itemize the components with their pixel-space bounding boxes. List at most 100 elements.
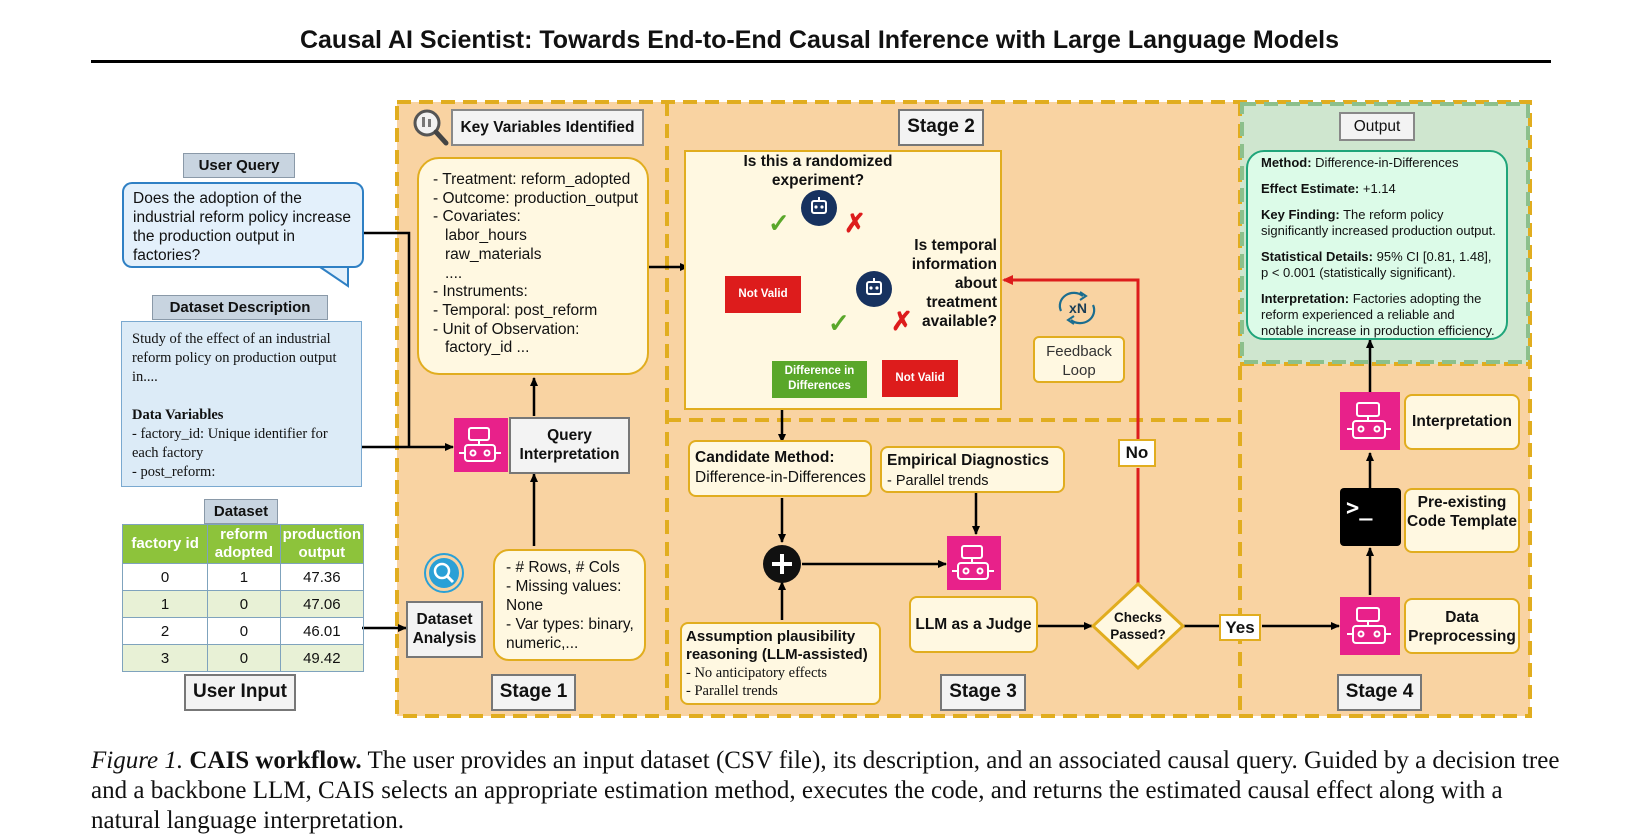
table-cell: 3 — [121, 644, 209, 672]
key-var-line: - Covariates: — [433, 208, 521, 226]
table-cell: 0 — [207, 590, 281, 618]
dataset-analysis-icon — [423, 552, 465, 594]
output-summary-box: Method: Difference-in-Differences Effect… — [1246, 150, 1508, 340]
check-mark-2: ✓ — [828, 308, 850, 338]
not-valid-badge-1: Not Valid — [725, 276, 801, 313]
user-query-bubble: Does the adoption of the industrial refo… — [122, 182, 364, 268]
diagnostics-item: - Parallel trends — [887, 473, 989, 489]
output-stats-key: Statistical Details: — [1261, 249, 1373, 264]
preprocessing-robot-icon — [1340, 597, 1400, 655]
table-cell: 47.06 — [279, 590, 365, 618]
dataset-description-text: Study of the effect of an industrial ref… — [132, 331, 337, 385]
judge-robot-icon — [947, 536, 1001, 590]
caption-title: CAIS workflow. — [189, 747, 362, 774]
cross-mark-2: ✗ — [891, 306, 913, 336]
output-dashed-frame — [1240, 102, 1530, 364]
stage1-label: Stage 1 — [491, 674, 576, 711]
dataset-col-header: production output — [279, 524, 365, 564]
interpretation-robot-icon — [1340, 392, 1400, 450]
output-effect-key: Effect Estimate: — [1261, 181, 1360, 196]
analysis-item: - Var types: binary, numeric,... — [506, 616, 634, 652]
output-method-key: Method: — [1261, 155, 1312, 170]
user-input-label: User Input — [184, 674, 296, 711]
dataset-table-wrap: factory id reform adopted production out… — [121, 524, 365, 672]
terminal-glyph: >_ — [1346, 496, 1373, 521]
empirical-diagnostics-box: Empirical Diagnostics - Parallel trends — [880, 446, 1065, 493]
feedback-loop-icon — [1053, 291, 1101, 325]
check-mark-1: ✓ — [768, 208, 790, 238]
checks-passed-label: Checks Passed? — [1110, 610, 1166, 642]
query-line — [362, 231, 411, 447]
dataset-description-label: Dataset Description — [152, 295, 328, 320]
output-stats-value: 95% CI [0.81, 1.48], p < 0.001 (statisti… — [1261, 249, 1492, 280]
table-cell: 46.01 — [279, 617, 365, 645]
output-interp-key: Interpretation: — [1261, 291, 1350, 306]
table-cell: 2 — [121, 617, 209, 645]
output-finding: Key Finding: The reform policy significa… — [1261, 207, 1496, 239]
dataset-analysis-box: Dataset Analysis — [406, 601, 483, 658]
dataset-label: Dataset — [204, 499, 278, 524]
interpretation-box: Interpretation — [1404, 394, 1520, 450]
llm-robot-icon — [454, 418, 508, 472]
assumption-title: Assumption plausibility reasoning (LLM-a… — [686, 628, 868, 663]
key-var-line: - Treatment: reform_adopted — [433, 171, 631, 188]
code-template-box: Pre-existing Code Template — [1404, 488, 1520, 553]
output-interpretation: Interpretation: Factories adopting the r… — [1261, 291, 1496, 339]
robot-icon-navy — [800, 189, 838, 227]
xn-label: xN — [1069, 300, 1087, 316]
magnifier-icon — [410, 107, 450, 147]
yes-label: Yes — [1219, 614, 1261, 641]
key-var-line: raw_materials — [445, 245, 542, 263]
output-method: Method: Difference-in-Differences — [1261, 155, 1496, 171]
data-variables-heading: Data Variables — [132, 407, 224, 423]
output-effect: Effect Estimate: +1.14 — [1261, 181, 1496, 197]
user-query-text: Does the adoption of the industrial refo… — [133, 190, 351, 264]
key-variables-box: - Treatment: reform_adopted - Outcome: p… — [417, 157, 649, 375]
query-interpretation-box: Query Interpretation — [509, 417, 630, 474]
assumption-box: Assumption plausibility reasoning (LLM-a… — [680, 622, 881, 705]
assumption-item: - No anticipatory effects — [686, 665, 828, 681]
output-label: Output — [1339, 112, 1415, 141]
dataset-col-header: reform adopted — [207, 524, 281, 564]
diagnostics-title: Empirical Diagnostics — [887, 452, 1049, 469]
key-var-line: - Instruments: — [433, 283, 528, 301]
robot-icon-navy-2 — [855, 270, 893, 308]
temporal-question: Is temporal information about treatment … — [911, 237, 997, 330]
checks-passed-diamond — [1091, 582, 1185, 670]
dataset-analysis-results: - # Rows, # Cols - Missing values: None … — [493, 549, 646, 661]
feedback-loop-label: Feedback Loop — [1033, 336, 1125, 383]
figure-caption: Figure 1. CAIS workflow. The user provid… — [91, 746, 1561, 836]
data-variable-0: - factory_id: Unique identifier for each… — [132, 426, 328, 461]
preprocessing-box: Data Preprocessing — [1404, 598, 1520, 654]
stage2-label: Stage 2 — [898, 109, 984, 146]
candidate-method-title: Candidate Method: — [695, 449, 835, 466]
stage4-label: Stage 4 — [1337, 674, 1422, 711]
data-variable-1: - post_reform: — [132, 464, 216, 480]
table-cell: 1 — [121, 590, 209, 618]
output-finding-value: The reform policy significantly increase… — [1261, 207, 1496, 238]
user-query-label: User Query — [183, 153, 295, 178]
output-method-value: Difference-in-Differences — [1315, 155, 1459, 170]
outer-dashed-frame — [395, 100, 1532, 718]
output-stats: Statistical Details: 95% CI [0.81, 1.48]… — [1261, 249, 1496, 281]
did-badge: Difference in Differences — [772, 361, 867, 398]
key-var-line: - Outcome: production_output — [433, 189, 639, 207]
key-var-line: - Unit of Observation: — [433, 320, 580, 338]
dataset-description-box: Study of the effect of an industrial ref… — [121, 321, 362, 487]
analysis-item: - Missing values: None — [506, 578, 622, 614]
key-variables-label: Key Variables Identified — [451, 109, 644, 146]
key-var-line: - Temporal: post_reform — [433, 301, 598, 319]
terminal-icon: >_ — [1340, 488, 1401, 546]
key-var-line: .... — [445, 264, 463, 282]
table-cell: 1 — [207, 563, 281, 591]
table-cell: 0 — [121, 563, 209, 591]
dataset-table: factory id reform adopted production out… — [121, 524, 365, 672]
paper-title: Causal AI Scientist: Towards End-to-End … — [299, 26, 1340, 54]
table-cell: 0 — [207, 644, 281, 672]
dataset-col-header: factory id — [121, 524, 209, 564]
candidate-method-box: Candidate Method: Difference-in-Differen… — [688, 440, 872, 497]
no-label: No — [1118, 439, 1156, 467]
